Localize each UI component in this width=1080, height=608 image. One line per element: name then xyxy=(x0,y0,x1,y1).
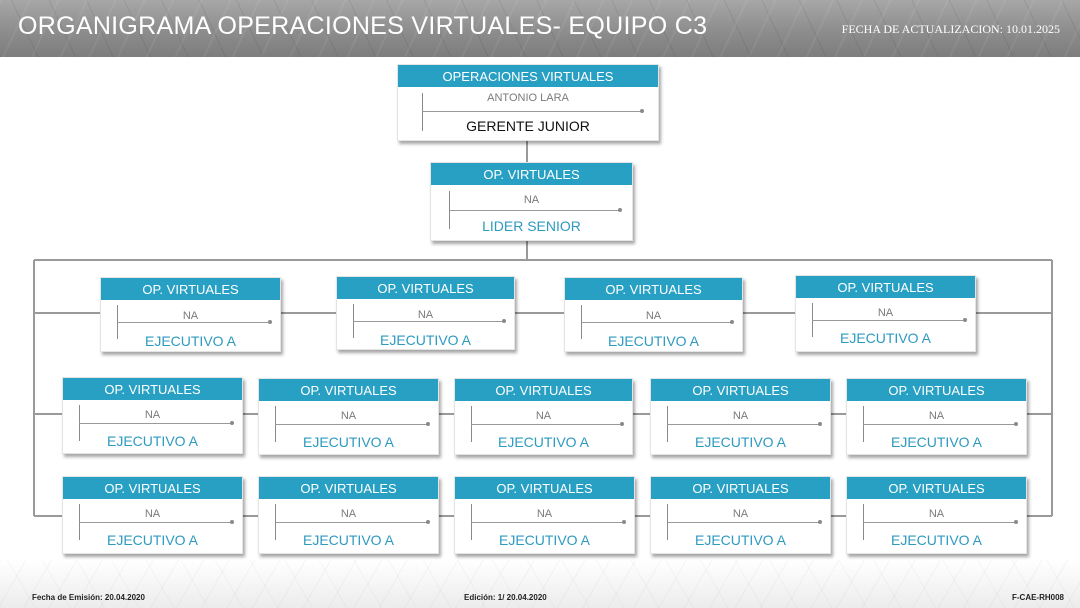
card-header: OP. VIRTUALES xyxy=(431,163,632,185)
card-name: NA xyxy=(523,194,540,206)
card-role: EJECUTIVO A xyxy=(106,532,199,548)
footer-edition: Edición: 1/ 20.04.2020 xyxy=(464,593,547,602)
card-name: ANTONIO LARA xyxy=(487,92,569,104)
org-card-row2-3: OP. VIRTUALES NA EJECUTIVO A xyxy=(454,378,633,455)
card-header: OP. VIRTUALES xyxy=(337,277,514,299)
update-date: FECHA DE ACTUALIZACION: 10.01.2025 xyxy=(841,22,1060,36)
card-role: EJECUTIVO A xyxy=(144,333,237,349)
card-name: NA xyxy=(645,310,662,322)
footer-code: F-CAE-RH008 xyxy=(1011,593,1064,602)
org-card-row1-3: OP. VIRTUALES NA EJECUTIVO A xyxy=(564,277,743,352)
page-title: ORGANIGRAMA OPERACIONES VIRTUALES- EQUIP… xyxy=(18,12,708,40)
org-card-row3-4: OP. VIRTUALES NA EJECUTIVO A xyxy=(650,476,831,554)
org-card-row2-1: OP. VIRTUALES NA EJECUTIVO A xyxy=(62,377,243,454)
card-role: EJECUTIVO A xyxy=(890,434,983,450)
card-role: EJECUTIVO A xyxy=(302,434,395,450)
card-name: NA xyxy=(340,508,357,520)
org-card-row2-2: OP. VIRTUALES NA EJECUTIVO A xyxy=(258,378,439,455)
card-name: NA xyxy=(877,307,894,319)
card-header: OP. VIRTUALES xyxy=(259,379,438,401)
card-header: OP. VIRTUALES xyxy=(651,477,830,499)
card-name: NA xyxy=(182,310,199,322)
card-name: NA xyxy=(417,309,434,321)
card-name: NA xyxy=(928,410,945,422)
org-card-row1-1: OP. VIRTUALES NA EJECUTIVO A xyxy=(100,277,281,352)
card-name: NA xyxy=(732,410,749,422)
card-role: GERENTE JUNIOR xyxy=(466,118,590,134)
card-role: EJECUTIVO A xyxy=(302,532,395,548)
title-banner: ORGANIGRAMA OPERACIONES VIRTUALES- EQUIP… xyxy=(0,0,1080,57)
card-header: OP. VIRTUALES xyxy=(455,379,632,401)
card-header: OP. VIRTUALES xyxy=(63,477,242,499)
card-name: NA xyxy=(732,508,749,520)
card-header: OP. VIRTUALES xyxy=(101,278,280,300)
org-card-row2-4: OP. VIRTUALES NA EJECUTIVO A xyxy=(650,378,831,455)
card-name: NA xyxy=(928,508,945,520)
org-card-row3-2: OP. VIRTUALES NA EJECUTIVO A xyxy=(258,476,439,554)
card-name: NA xyxy=(144,409,161,421)
card-header: OP. VIRTUALES xyxy=(651,379,830,401)
card-name: NA xyxy=(144,508,161,520)
org-card-manager: OPERACIONES VIRTUALES ANTONIO LARA GEREN… xyxy=(397,64,659,141)
card-role: EJECUTIVO A xyxy=(694,532,787,548)
org-card-row1-4: OP. VIRTUALES NA EJECUTIVO A xyxy=(795,275,976,352)
footer-band xyxy=(0,560,1080,608)
card-name: NA xyxy=(536,508,553,520)
org-card-row3-5: OP. VIRTUALES NA EJECUTIVO A xyxy=(846,476,1027,554)
card-role: EJECUTIVO A xyxy=(839,330,932,346)
card-role: EJECUTIVO A xyxy=(379,332,472,348)
card-role: EJECUTIVO A xyxy=(890,532,983,548)
org-card-row3-3: OP. VIRTUALES NA EJECUTIVO A xyxy=(454,476,635,554)
card-header: OP. VIRTUALES xyxy=(847,477,1026,499)
card-header: OP. VIRTUALES xyxy=(847,379,1026,401)
card-name: NA xyxy=(535,410,552,422)
card-role: LIDER SENIOR xyxy=(482,218,581,234)
card-header: OP. VIRTUALES xyxy=(259,477,438,499)
card-header: OP. VIRTUALES xyxy=(63,378,242,400)
card-header: OP. VIRTUALES xyxy=(796,276,975,298)
card-header: OP. VIRTUALES xyxy=(455,477,634,499)
footer-emission-date: Fecha de Emisión: 20.04.2020 xyxy=(32,593,145,602)
org-card-row2-5: OP. VIRTUALES NA EJECUTIVO A xyxy=(846,378,1027,455)
org-card-row1-2: OP. VIRTUALES NA EJECUTIVO A xyxy=(336,276,515,350)
card-header: OPERACIONES VIRTUALES xyxy=(398,65,658,87)
org-card-lead: OP. VIRTUALES NA LIDER SENIOR xyxy=(430,162,633,241)
card-role: EJECUTIVO A xyxy=(498,532,591,548)
card-role: EJECUTIVO A xyxy=(106,433,199,449)
card-name: NA xyxy=(340,410,357,422)
card-role: EJECUTIVO A xyxy=(497,434,590,450)
card-role: EJECUTIVO A xyxy=(694,434,787,450)
org-card-row3-1: OP. VIRTUALES NA EJECUTIVO A xyxy=(62,476,243,554)
card-header: OP. VIRTUALES xyxy=(565,278,742,300)
card-role: EJECUTIVO A xyxy=(607,333,700,349)
